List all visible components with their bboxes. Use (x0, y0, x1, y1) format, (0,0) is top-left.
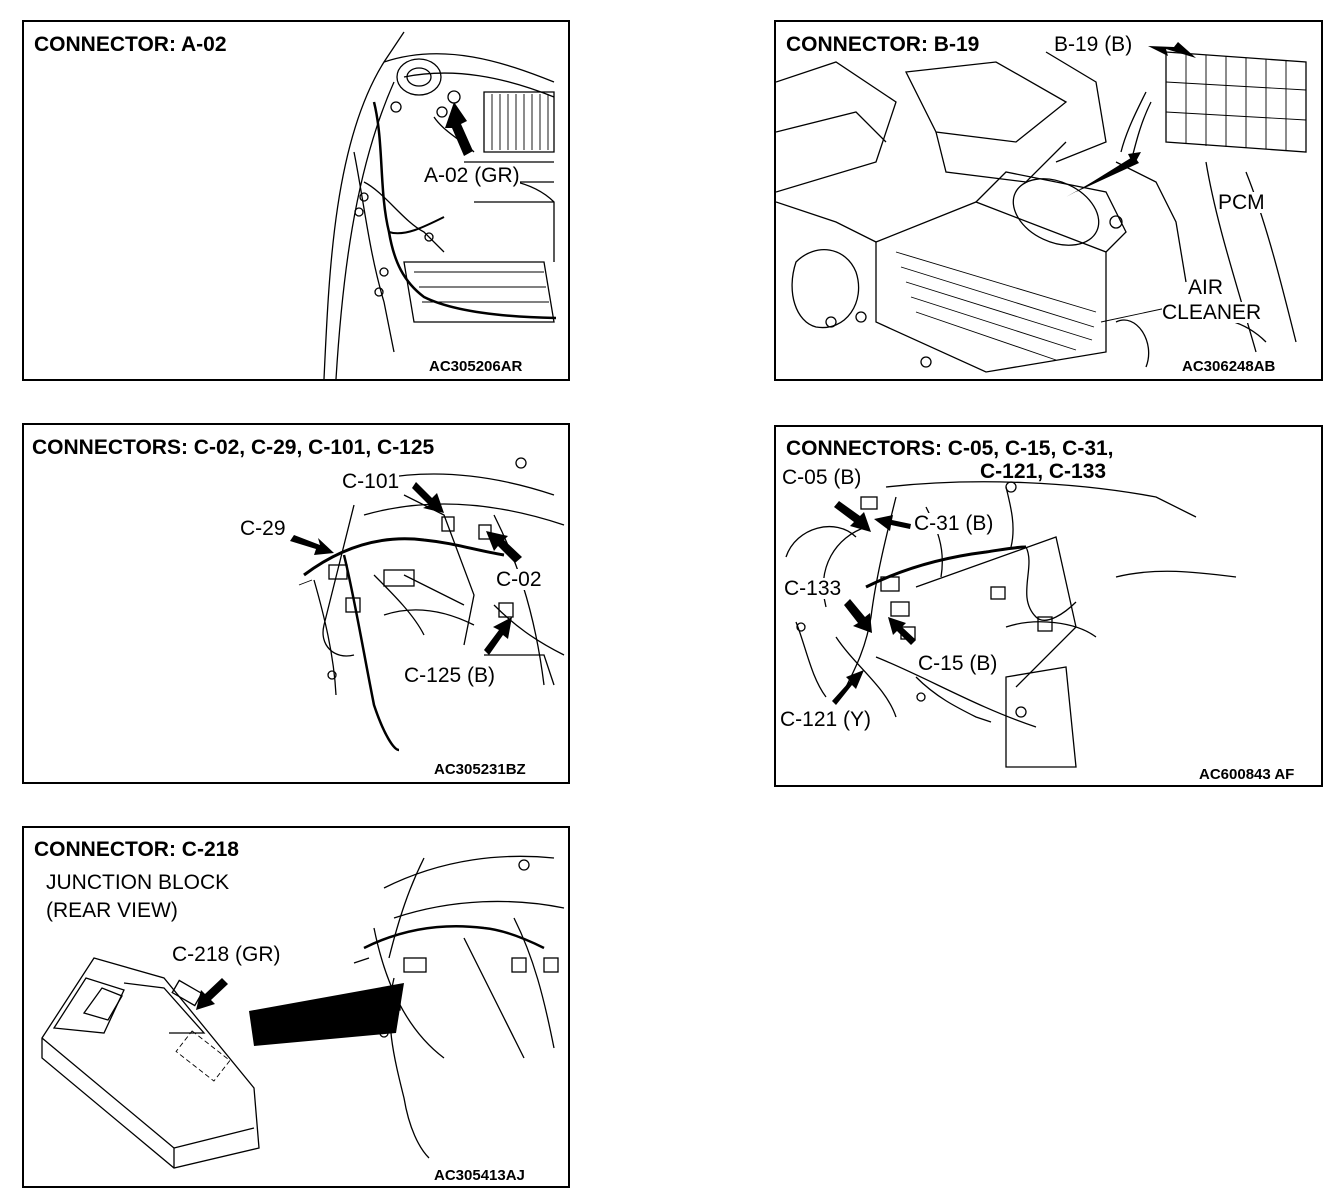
pcm-label: PCM (1218, 191, 1265, 214)
panel-connectors-c05-c15-c31-c121-c133: CONNECTORS: C-05, C-15, C-31, C-121, C-1… (774, 425, 1323, 787)
connector-label-c15: C-15 (B) (918, 652, 998, 675)
engine-compartment-illustration (776, 42, 1307, 373)
figure-code: AC306248AB (1182, 358, 1276, 375)
connector-label-c29: C-29 (240, 517, 286, 540)
connector-label-c125: C-125 (B) (404, 664, 496, 687)
instrument-panel-harness-illustration (785, 481, 1237, 768)
dashboard-harness-illustration (290, 457, 565, 752)
connector-label-c02: C-02 (496, 568, 542, 591)
panel-title-line1: CONNECTORS: C-05, C-15, C-31, (786, 437, 1114, 460)
panel-connector-c218: CONNECTOR: C-218 JUNCTION BLOCK (REAR VI… (22, 826, 570, 1188)
connector-label-c31: C-31 (B) (914, 512, 994, 535)
panel-title-line2: C-121, C-133 (980, 460, 1107, 483)
connector-label-c121: C-121 (Y) (780, 708, 872, 731)
panel-title: CONNECTOR: A-02 (34, 33, 227, 56)
rear-view-label: (REAR VIEW) (46, 899, 178, 922)
panel-title: CONNECTORS: C-02, C-29, C-101, C-125 (32, 436, 435, 459)
figure-code: AC305206AR (429, 358, 523, 375)
figure-code: AC305231BZ (434, 761, 526, 778)
figure-code: AC600843 AF (1199, 766, 1295, 783)
engine-bay-illustration (323, 31, 557, 379)
junction-block-illustration (41, 855, 565, 1169)
connector-label-b19: B-19 (B) (1054, 33, 1133, 56)
connector-label-c05: C-05 (B) (782, 466, 862, 489)
junction-block-label: JUNCTION BLOCK (46, 871, 230, 894)
air-cleaner-label-line1: AIR (1188, 276, 1224, 299)
connector-label-c101: C-101 (342, 470, 400, 493)
connector-label-c218: C-218 (GR) (172, 943, 281, 966)
connector-label-c133: C-133 (784, 577, 842, 600)
connector-label-a02: A-02 (GR) (424, 164, 520, 187)
panel-connector-a02: CONNECTOR: A-02 A-02 (GR) AC305206AR (22, 20, 570, 381)
air-cleaner-label-line2: CLEANER (1162, 301, 1262, 324)
figure-code: AC305413AJ (434, 1167, 525, 1184)
panel-connectors-c02-c29-c101-c125: CONNECTORS: C-02, C-29, C-101, C-125 C-1… (22, 423, 570, 784)
panel-connector-b19: CONNECTOR: B-19 B-19 (B) PCM AIR CLEANER… (774, 20, 1323, 381)
panel-title: CONNECTOR: B-19 (786, 33, 980, 56)
panel-title: CONNECTOR: C-218 (34, 838, 239, 861)
